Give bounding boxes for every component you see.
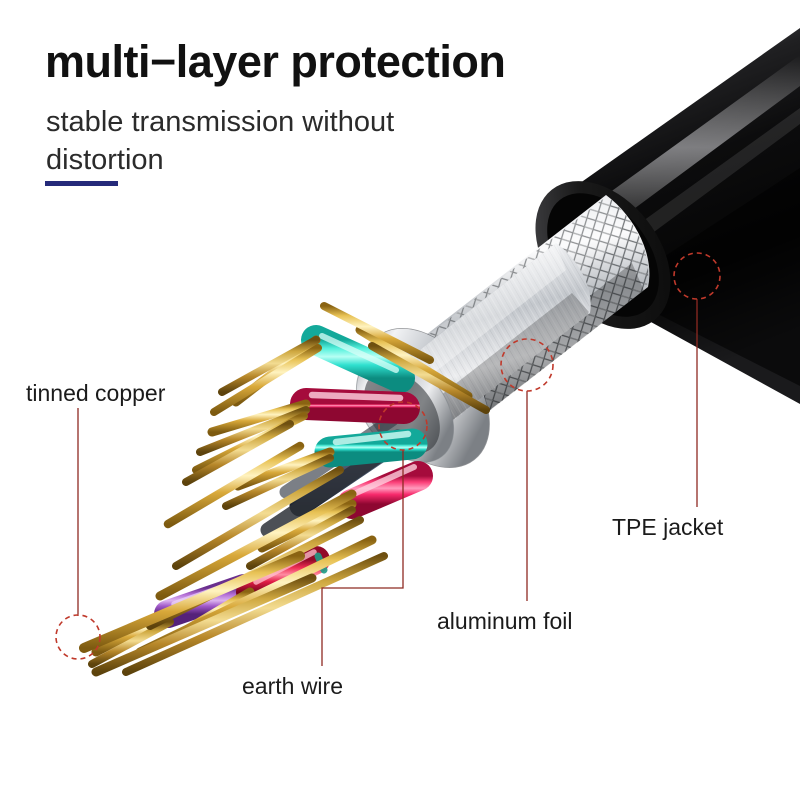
insulated-conductors [79, 302, 490, 677]
tinned-copper-strands [79, 302, 490, 677]
accent-underline [45, 181, 118, 186]
callout-label-tpe-jacket: TPE jacket [612, 514, 724, 540]
page-title: multi−layer protection [45, 36, 506, 87]
marker-aluminum-foil [500, 338, 554, 392]
wire-cyan-1 [210, 325, 415, 416]
callout-leaders [77, 299, 698, 666]
callout-label-tinned-copper: tinned copper [26, 380, 166, 406]
callout-markers [55, 252, 721, 660]
wire-pink-2 [246, 461, 433, 570]
page-subtitle: stable transmission without distortion [46, 106, 395, 177]
callout-label-aluminum-foil: aluminum foil [437, 608, 573, 634]
marker-earth-wire [378, 401, 428, 451]
wire-cyan-2 [222, 428, 428, 510]
marker-tpe-jacket [673, 252, 721, 300]
leader-earth-wire [321, 450, 404, 666]
marker-tinned-copper [55, 614, 101, 660]
callout-label-earth-wire: earth wire [242, 673, 343, 699]
